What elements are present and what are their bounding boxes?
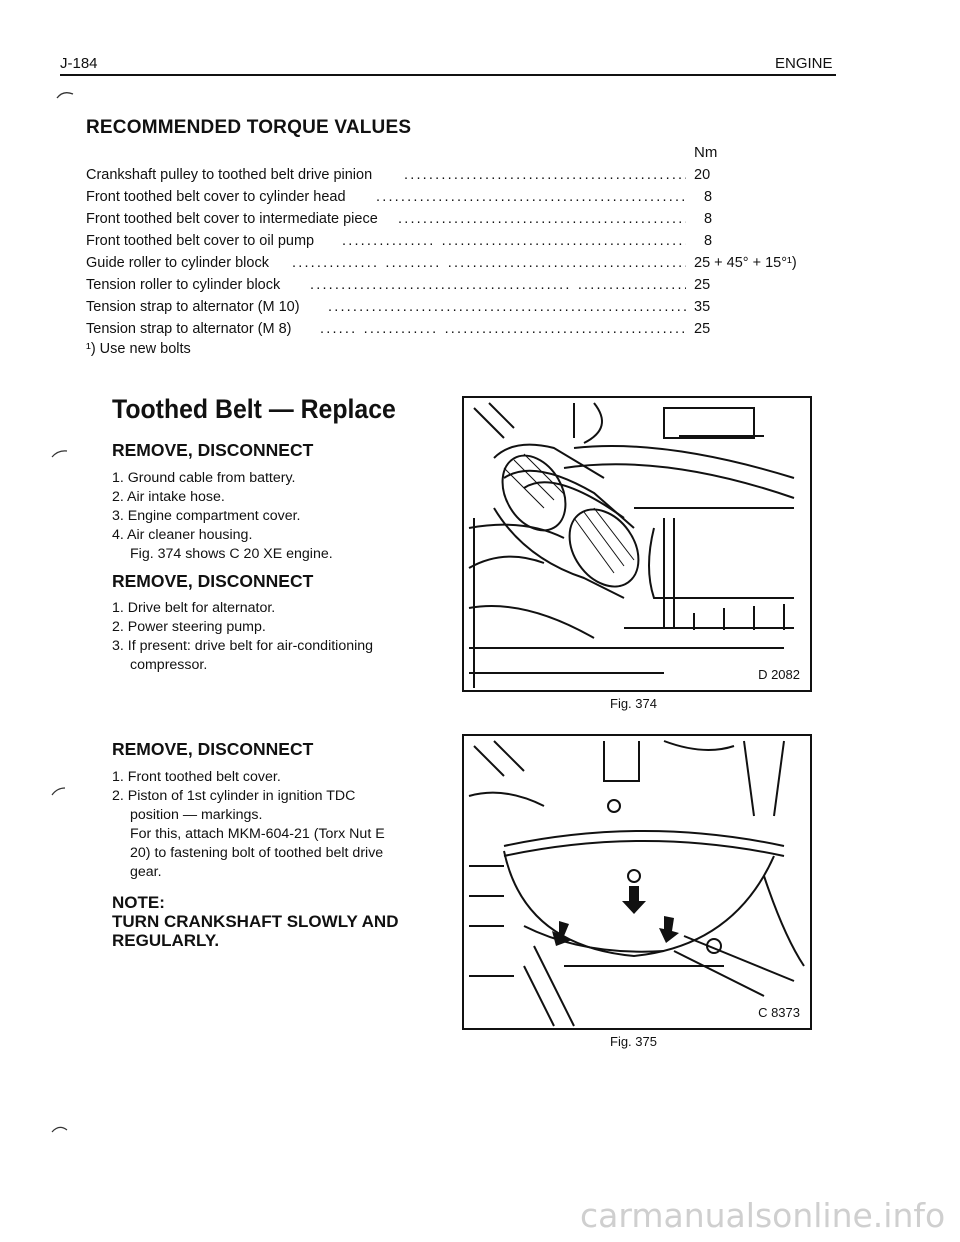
torque-value: 25 + 45° + 15°¹) (694, 255, 797, 271)
leader-dots: ........................................… (376, 189, 686, 205)
torque-row: Tension roller to cylinder block .......… (86, 277, 846, 299)
leader-dots: ........................................… (404, 167, 686, 183)
torque-label: Front toothed belt cover to intermediate… (86, 211, 378, 227)
crankshaft-illustration (468, 740, 805, 1027)
belt-title: Toothed Belt — Replace (112, 394, 396, 424)
step-item: 2. Power steering pump. (112, 619, 266, 635)
watermark: carmanualsonline.info (580, 1196, 946, 1235)
torque-label: Front toothed belt cover to oil pump (86, 233, 315, 249)
scan-mark-icon (56, 92, 74, 99)
step-item: 1. Drive belt for alternator. (112, 600, 276, 616)
note-label: NOTE: (112, 893, 165, 912)
figure-caption: Fig. 375 (610, 1034, 657, 1049)
note-line: TURN CRANKSHAFT SLOWLY AND (112, 912, 399, 931)
torque-row: Guide roller to cylinder block .........… (86, 255, 846, 277)
figure-code: D 2082 (758, 667, 800, 682)
step-sub: Fig. 374 shows C 20 XE engine. (130, 546, 333, 562)
block2-heading: REMOVE, DISCONNECT (112, 571, 314, 591)
leader-dots: ........................................… (328, 299, 686, 315)
torque-value: 8 (704, 233, 713, 249)
note-line: REGULARLY. (112, 931, 220, 950)
figure-caption: Fig. 374 (610, 696, 657, 711)
torque-value: 25 (694, 321, 711, 337)
leader-dots: .............. ......... ...............… (292, 255, 686, 271)
figure-375: C 8373 (462, 734, 812, 1030)
block3-heading: REMOVE, DISCONNECT (112, 739, 314, 759)
torque-value: 8 (704, 211, 713, 227)
torque-value: 20 (694, 167, 711, 183)
block3-steps: 1. Front toothed belt cover. 2. Piston o… (112, 768, 432, 882)
torque-label: Front toothed belt cover to cylinder hea… (86, 189, 346, 205)
step-item: 4. Air cleaner housing. (112, 527, 253, 543)
leader-dots: ...... ............ ....................… (320, 321, 686, 337)
torque-unit: Nm (694, 144, 718, 161)
torque-row: Crankshaft pulley to toothed belt drive … (86, 167, 846, 189)
block1-heading: REMOVE, DISCONNECT (112, 440, 314, 460)
torque-row: Front toothed belt cover to intermediate… (86, 211, 846, 233)
step-item: For this, attach MKM-604-21 (Torx Nut E (130, 826, 385, 842)
leader-dots: ............... ........................… (342, 233, 686, 249)
footnote: ¹) Use new bolts (86, 341, 191, 357)
header-rule (60, 74, 836, 76)
torque-row: Front toothed belt cover to cylinder hea… (86, 189, 846, 211)
torque-label: Crankshaft pulley to toothed belt drive … (86, 167, 373, 183)
step-item: 3. Engine compartment cover. (112, 508, 301, 524)
scan-mark-icon (51, 787, 66, 796)
leader-dots: ........................................… (398, 211, 686, 227)
torque-label: Tension strap to alternator (M 8) (86, 321, 292, 337)
torque-value: 25 (694, 277, 711, 293)
block2-steps: 1. Drive belt for alternator. 2. Power s… (112, 599, 432, 675)
page-number: J-184 (60, 55, 98, 72)
scan-mark-icon (51, 450, 68, 458)
leader-dots: ........................................… (310, 277, 686, 293)
step-item: 2. Piston of 1st cylinder in ignition TD… (112, 788, 356, 804)
torque-title: RECOMMENDED TORQUE VALUES (86, 117, 412, 138)
torque-row: Front toothed belt cover to oil pump ...… (86, 233, 846, 255)
step-item: 3. If present: drive belt for air-condit… (112, 638, 374, 654)
step-item: compressor. (130, 657, 208, 673)
torque-row: Tension strap to alternator (M 8) ......… (86, 321, 846, 343)
step-item: position — markings. (130, 807, 263, 823)
torque-value: 35 (694, 299, 711, 315)
step-item: 20) to fastening bolt of toothed belt dr… (130, 845, 384, 861)
step-item: 1. Front toothed belt cover. (112, 769, 281, 785)
engine-illustration (468, 402, 795, 688)
figure-code: C 8373 (758, 1005, 800, 1020)
step-item: 1. Ground cable from battery. (112, 470, 296, 486)
block1-steps: 1. Ground cable from battery. 2. Air int… (112, 469, 432, 564)
torque-value: 8 (704, 189, 713, 205)
step-item: gear. (130, 864, 162, 880)
section-title-header: ENGINE (775, 55, 833, 72)
torque-label: Guide roller to cylinder block (86, 255, 269, 271)
step-item: 2. Air intake hose. (112, 489, 225, 505)
note-block: NOTE: TURN CRANKSHAFT SLOWLY AND REGULAR… (112, 893, 398, 950)
torque-label: Tension strap to alternator (M 10) (86, 299, 300, 315)
torque-label: Tension roller to cylinder block (86, 277, 281, 293)
scan-mark-icon (51, 1126, 68, 1133)
torque-row: Tension strap to alternator (M 10) .....… (86, 299, 846, 321)
figure-374: D 2082 (462, 396, 812, 692)
